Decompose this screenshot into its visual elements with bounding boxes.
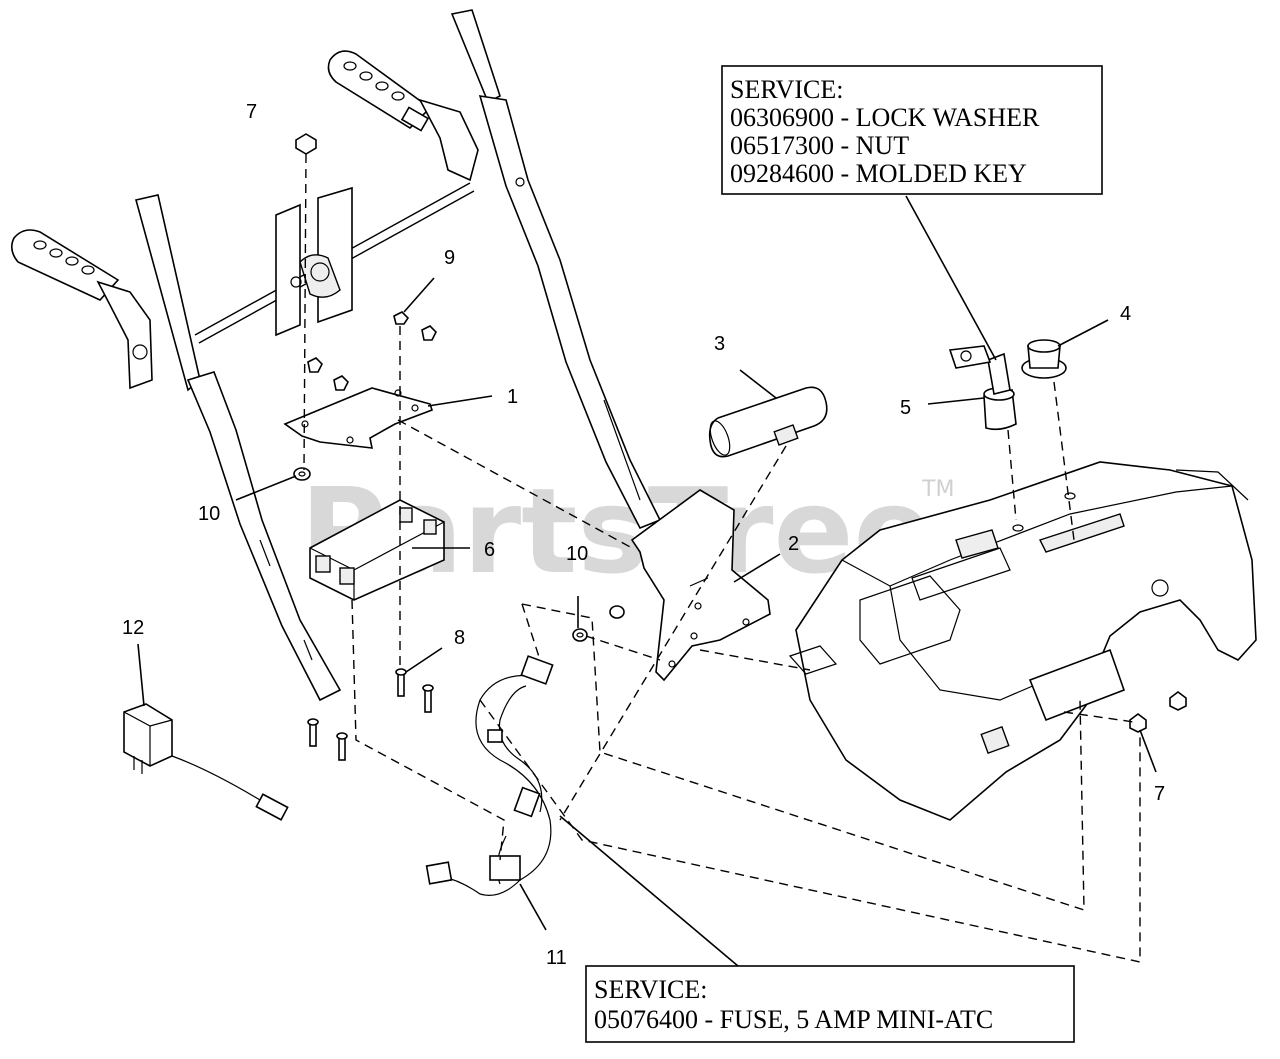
shaft-bracket xyxy=(275,186,353,337)
part-12-charger xyxy=(123,703,289,821)
part-5-ignition-switch xyxy=(948,345,1017,431)
callout-6: 6 xyxy=(484,539,495,561)
service-bottom-heading: SERVICE: xyxy=(594,975,707,1004)
callout-4: 4 xyxy=(1120,303,1131,325)
assembly-lines xyxy=(303,153,1141,963)
callout-12: 12 xyxy=(122,617,144,639)
callout-8: 8 xyxy=(454,627,465,649)
part-4-knob xyxy=(1021,339,1067,379)
part-7-bolt-top xyxy=(295,133,317,155)
callout-3: 3 xyxy=(714,333,725,355)
leader-lines xyxy=(137,195,1157,967)
part-9-nut xyxy=(393,311,410,325)
part-11-wiring-harness xyxy=(425,655,554,896)
service-bottom-line-1: 05076400 - FUSE, 5 AMP MINI-ATC xyxy=(594,1005,993,1034)
callout-1: 1 xyxy=(507,386,518,408)
service-box-top: SERVICE: 06306900 - LOCK WASHER 06517300… xyxy=(721,65,1103,195)
callout-10-left: 10 xyxy=(198,503,220,525)
part-3-cylinder xyxy=(708,386,828,458)
callout-9: 9 xyxy=(444,247,455,269)
part-7-bolts-right xyxy=(1129,691,1187,733)
part-10-washer-left xyxy=(293,467,311,481)
callout-7-right: 7 xyxy=(1154,783,1165,805)
service-top-heading: SERVICE: xyxy=(730,75,843,104)
part-10-washer-mid xyxy=(572,605,625,642)
service-box-bottom: SERVICE: 05076400 - FUSE, 5 AMP MINI-ATC xyxy=(585,965,1075,1043)
part-1-mounting-plate xyxy=(283,387,434,449)
right-handle xyxy=(327,9,662,530)
hex-nuts xyxy=(307,325,437,391)
dash-housing xyxy=(788,461,1257,821)
service-top-line-2: 06517300 - NUT xyxy=(730,131,909,160)
callout-5: 5 xyxy=(900,397,911,419)
service-top-line-1: 06306900 - LOCK WASHER xyxy=(730,103,1040,132)
callout-11: 11 xyxy=(546,947,567,969)
watermark-trademark: TM xyxy=(921,477,954,502)
callout-numbers: 1 2 3 4 5 6 7 7 8 9 10 10 11 12 xyxy=(122,101,1165,969)
callout-2: 2 xyxy=(788,533,799,555)
callout-7-top: 7 xyxy=(246,101,257,123)
callout-10-mid: 10 xyxy=(566,543,588,565)
part-2-bracket xyxy=(630,489,771,682)
left-handle xyxy=(10,194,342,702)
service-top-line-3: 09284600 - MOLDED KEY xyxy=(730,159,1027,188)
part-6-battery-pack xyxy=(309,499,445,601)
